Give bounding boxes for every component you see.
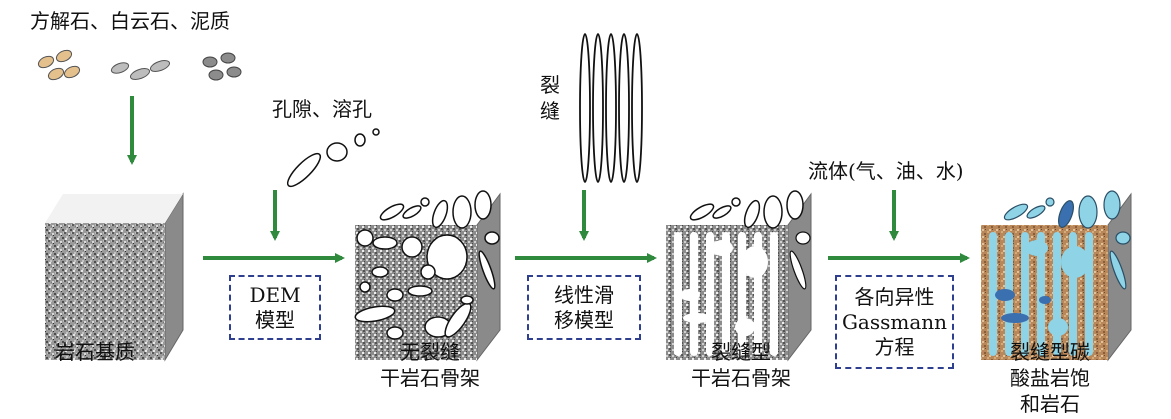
stage3-label: 裂缝型 干岩石骨架 [666, 339, 816, 391]
fractures-icon [579, 33, 643, 183]
saturated-rock-cube [981, 190, 1132, 362]
dolomite-grains-icon [110, 60, 171, 80]
stage4-line2: 酸盐岩饱 [1010, 366, 1090, 390]
fluid-label: 流体(气、油、水) [808, 159, 964, 183]
calcite-grains-icon [37, 49, 81, 81]
dem-model-box: DEM 模型 [229, 275, 321, 340]
dry-skeleton-cube [354, 190, 501, 362]
dem-model-line2: 模型 [255, 307, 295, 332]
stage2-line2: 干岩石骨架 [380, 366, 480, 390]
gassmann-line1: 各向异性 [854, 284, 935, 309]
dem-model-line1: DEM [249, 282, 301, 307]
linear-slip-line1: 线性滑 [554, 282, 614, 307]
fracture-label-line1: 裂 [540, 73, 560, 97]
gassmann-equation-box: 各向异性 Gassmann 方程 [835, 275, 954, 369]
pores-icon [286, 128, 380, 188]
fracture-label-line2: 缝 [540, 99, 560, 123]
stage3-line2: 干岩石骨架 [691, 366, 791, 390]
stage3-line1: 裂缝型 [711, 340, 771, 364]
stage2-label: 无裂缝 干岩石骨架 [355, 339, 505, 391]
gassmann-line3: 方程 [874, 334, 915, 359]
rock-matrix-cube [45, 192, 184, 362]
stage4-line1: 裂缝型碳 [1010, 340, 1090, 364]
stage1-label: 岩石基质 [55, 340, 135, 364]
clay-grains-icon [202, 52, 242, 81]
fractured-skeleton-cube [666, 190, 812, 362]
linear-slip-line2: 移模型 [554, 307, 614, 332]
stage2-line1: 无裂缝 [400, 340, 460, 364]
stage4-line3: 和岩石 [1020, 392, 1080, 416]
pores-label: 孔隙、溶孔 [272, 97, 372, 121]
minerals-label: 方解石、白云石、泥质 [30, 9, 230, 33]
fracture-label: 裂 缝 [537, 72, 563, 124]
stage4-label: 裂缝型碳 酸盐岩饱 和岩石 [985, 339, 1115, 417]
linear-slip-model-box: 线性滑 移模型 [527, 275, 641, 340]
gassmann-line2: Gassmann [841, 309, 948, 334]
